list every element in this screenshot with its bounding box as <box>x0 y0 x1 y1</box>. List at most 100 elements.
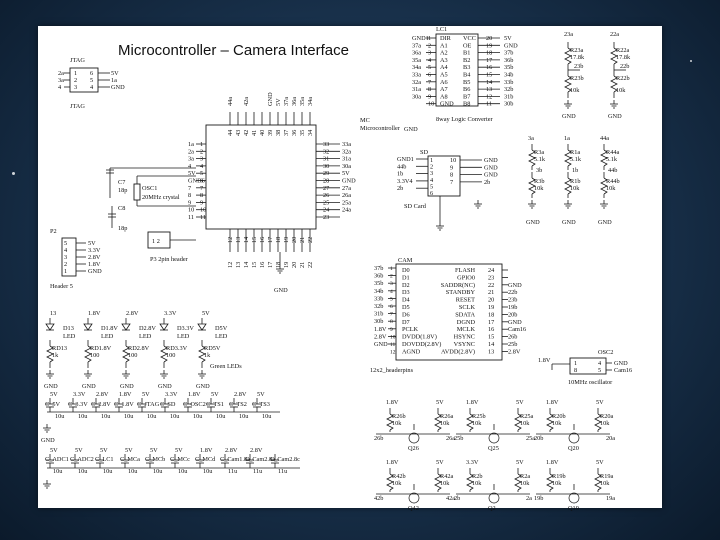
crystal <box>133 183 141 201</box>
cam-pin-name: D2 <box>402 282 410 289</box>
cam-net: GND <box>508 319 522 326</box>
mosfet-symbol <box>488 432 500 444</box>
p2-pin-number: 3 <box>64 254 67 261</box>
cam-pin-number: 1 <box>390 266 393 272</box>
sd-net: GND1 <box>397 156 414 163</box>
mc-pin-number: 36 <box>291 130 298 136</box>
mc-net: 31a <box>342 156 351 163</box>
mc-net: 37a <box>283 97 290 106</box>
cam-net: 34b <box>374 288 383 295</box>
cam-pin-number: 16 <box>488 326 494 333</box>
cam-pin-number: 17 <box>488 319 494 326</box>
sd-card <box>427 155 461 197</box>
lc1-pin-number: 20 <box>486 35 492 42</box>
cam-pin-name: FLASH <box>455 267 475 274</box>
c7-value: 18p <box>118 187 127 194</box>
resistor-value: 10k <box>440 480 450 487</box>
mc-pin-number: 12 <box>227 237 234 243</box>
cam-name: CAM <box>398 257 413 264</box>
led-symbol <box>197 323 207 331</box>
shifter-high-net: 20a <box>606 435 615 442</box>
cam-pin-name: D4 <box>402 297 411 304</box>
mc-pin-number: 44 <box>227 129 234 136</box>
resistor-value: 10k <box>392 480 402 487</box>
cap-name: C_TS1 <box>206 401 224 408</box>
mc-pin-number: 11 <box>200 214 206 221</box>
p3-label: P3 2pin header <box>150 256 189 263</box>
mc-net: 2a <box>188 148 194 155</box>
cam-pin-name: AVDD(2.8V) <box>441 348 475 355</box>
cap-name: C_Cam2.8a <box>245 456 275 463</box>
resistor-value: 10k <box>600 480 610 487</box>
cap-value: 10u <box>78 413 88 420</box>
gnd-label: GND <box>196 383 210 390</box>
resistor <box>546 413 554 431</box>
shifter-low-net: 20b <box>534 435 543 442</box>
cap-name: C_2.8V <box>91 401 111 408</box>
sd-pin-number: 10 <box>450 157 456 164</box>
lc1-pin-name: B8 <box>463 101 470 108</box>
led-symbol <box>83 323 93 331</box>
p2-net: GND <box>88 268 102 275</box>
lc1-pin-number: 3 <box>428 50 431 57</box>
gnd-label: GND <box>120 383 134 390</box>
cap-value: 10u <box>216 413 226 420</box>
cap-value: 10u <box>203 468 213 475</box>
cap-name: C_OSC2 <box>183 401 206 408</box>
lc1-net: 35a <box>412 57 421 64</box>
mc-pin-number: 14 <box>243 236 250 243</box>
cam-net: 2.8V <box>508 348 521 355</box>
cam-net: 35b <box>374 280 383 287</box>
shifter-high-net: 42a <box>446 495 455 502</box>
jtag-net: 5V <box>111 70 119 77</box>
lc1-net: 32b <box>504 86 513 93</box>
cap-name: C_Cam1.8a <box>220 456 250 463</box>
mc-pin-number: 4 <box>200 163 204 170</box>
sd-pin-number: 4 <box>430 177 434 184</box>
led-name: D13 <box>63 325 74 332</box>
resistor <box>594 473 602 491</box>
cap-supply: 5V <box>142 391 150 398</box>
mc-pin-number: 42 <box>243 130 250 136</box>
cap-supply: 5V <box>50 391 58 398</box>
lc1-net: 34b <box>504 72 513 79</box>
divider-mid-net: 1b <box>572 167 578 174</box>
lc1-name: LC1 <box>436 26 447 33</box>
cap-name: C_ADC2 <box>70 456 94 463</box>
lc1-pin-name: B5 <box>463 79 470 86</box>
resistor <box>600 149 608 167</box>
shifter-high-net: 25a <box>526 435 535 442</box>
osc2-net: Cam16 <box>614 367 632 374</box>
resistor-value: 10k <box>606 185 616 192</box>
cap-supply: 5V <box>75 447 83 454</box>
resistor <box>434 473 442 491</box>
jtag-pin-number: 5 <box>90 77 93 84</box>
cap-value: 10u <box>55 413 65 420</box>
cap-value: 10u <box>239 413 249 420</box>
mc-pin-number: 17 <box>267 237 274 243</box>
divider-mid-net: 22b <box>620 63 629 70</box>
cam-net: 23b <box>508 297 517 304</box>
jtag-net: 4 <box>58 84 62 91</box>
mc-pin-number: 23 <box>323 214 329 221</box>
cap-name: C_3.3V <box>68 401 88 408</box>
lc1-pin-number: 14 <box>486 79 493 86</box>
mc-pin-number: 20 <box>291 237 298 243</box>
p2-pin-number: 1 <box>64 268 67 275</box>
lc1-pin-number: 6 <box>428 72 431 79</box>
mc-pin-number: 43 <box>235 130 242 136</box>
resistor <box>564 75 572 93</box>
led-resistor-value: 100 <box>166 352 175 359</box>
gnd-label: GND <box>608 113 622 120</box>
p2-pin-number: 4 <box>64 247 68 254</box>
led-type: LED <box>63 333 76 340</box>
jtag-title: JTAG <box>70 57 85 64</box>
cap-name: C_SD <box>160 401 176 408</box>
transistor-name: Q26 <box>408 445 419 452</box>
resistor-name: R20b <box>552 413 566 420</box>
p2-net: 1.8V <box>88 261 101 268</box>
resistor-value: 10k <box>570 87 580 94</box>
cam-pin-name: D1 <box>402 274 410 281</box>
cap-value: 10u <box>103 468 113 475</box>
